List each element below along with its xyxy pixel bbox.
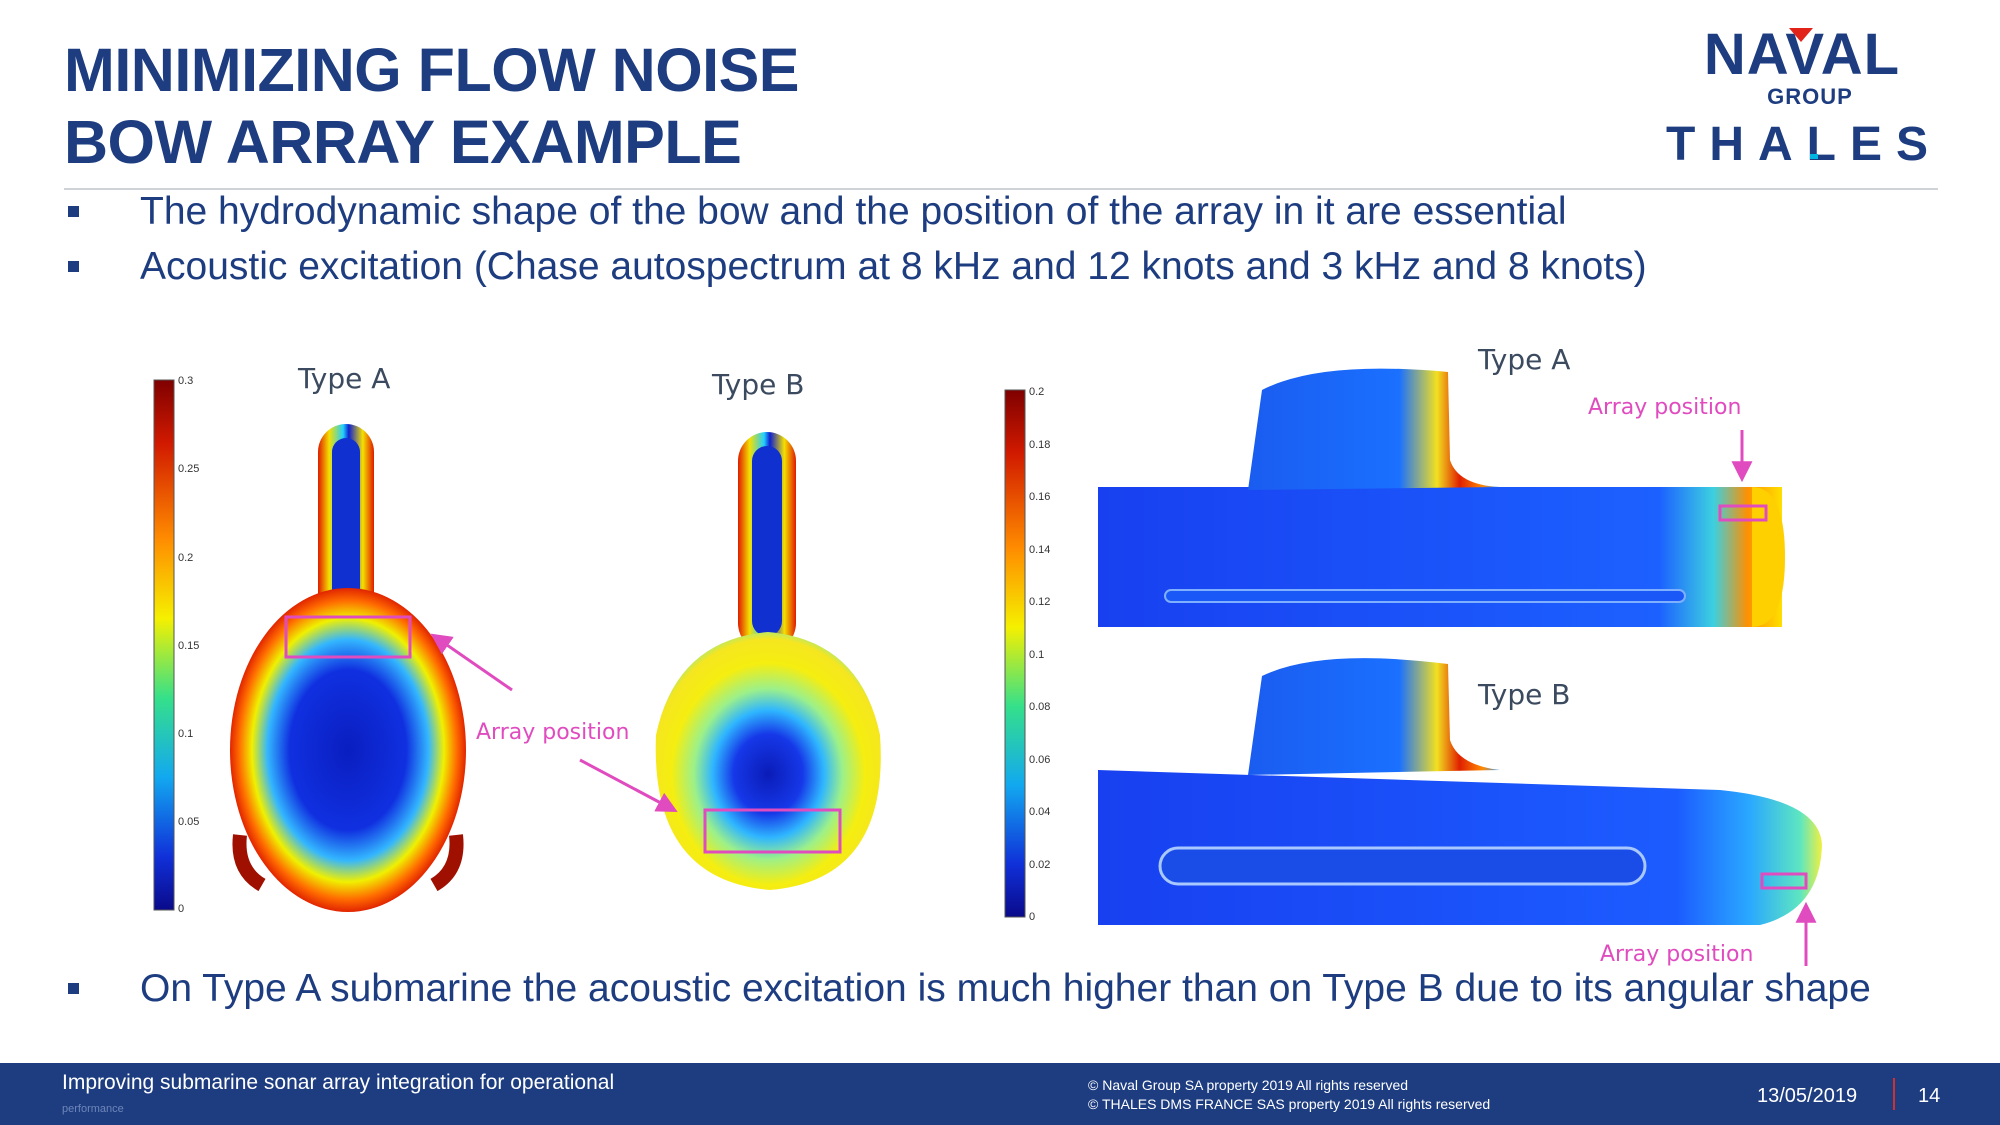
type-a-side-array-box [1718,504,1768,522]
right-colorbar-tick: 0.2 [1029,386,1045,398]
type-b-side-view [1098,658,1822,925]
title-divider [64,188,1938,190]
right-colorbar-tick: 0.16 [1029,491,1051,503]
slide-title-line-2: BOW ARRAY EXAMPLE [64,108,742,176]
right-colorbar-tick: 0.04 [1029,806,1051,818]
right-colorbar-tick: 0 [1029,911,1036,923]
bullet-square-icon [68,206,79,217]
left-colorbar-tick: 0.15 [178,640,200,652]
array-arrow-icon [579,758,678,812]
bullet-square-icon [68,983,79,994]
left-figure-array-label: Array position [476,720,630,745]
right-colorbar-tick: 0.12 [1029,596,1051,608]
type-b-array-box [703,808,842,854]
left-colorbar-tick: 0.2 [178,552,194,564]
type-b-side-array-box [1760,872,1808,890]
left-colorbar-tick: 0.25 [178,463,200,475]
right-figure-array-label-top: Array position [1588,395,1742,420]
array-arrow-icon [430,633,513,692]
footer-copyright-naval: © Naval Group SA property 2019 All right… [1088,1077,1409,1093]
left-colorbar [153,379,175,911]
right-colorbar-tick: 0.18 [1029,439,1051,451]
right-figure-array-label-bottom: Array position [1600,942,1754,967]
right-colorbar-tick: 0.08 [1029,701,1051,713]
left-figure-label-type-a: Type A [298,362,391,395]
slide-footer: Improving submarine sonar array integrat… [0,1063,2000,1125]
type-a-array-box [284,615,412,659]
left-figure-label-type-b: Type B [712,368,805,401]
group-logo-text: GROUP [1767,84,1853,109]
footer-presentation-title: Improving submarine sonar array integrat… [62,1071,615,1094]
type-a-side-view [1098,368,1785,627]
bullet-text: Acoustic excitation (Chase autospectrum … [140,245,1647,288]
bullet-square-icon [68,261,79,272]
slide-title: MINIMIZING FLOW NOISE BOW ARRAY EXAMPLE [64,34,800,178]
thales-logo: THALES [1666,118,1942,166]
bullet-text: The hydrodynamic shape of the bow and th… [140,190,1567,233]
right-colorbar-tick: 0.02 [1029,859,1051,871]
left-colorbar-tick: 0.05 [178,816,200,828]
thales-logo-accent [1810,154,1818,159]
naval-group-logo: NAVAL GROUP [1704,22,1899,109]
left-colorbar-tick: 0 [178,903,185,915]
footer-presentation-title-cont: performance [62,1103,124,1115]
footer-separator [1893,1078,1895,1110]
right-colorbar-tick: 0.06 [1029,754,1051,766]
left-colorbar-tick: 0.1 [178,728,194,740]
naval-logo-red-triangle [1789,28,1813,42]
left-colorbar-tick: 0.3 [178,375,194,387]
page-number: 14 [1918,1085,1941,1107]
footer-copyright-thales: © THALES DMS FRANCE SAS property 2019 Al… [1088,1096,1491,1112]
bullet-text: On Type A submarine the acoustic excitat… [140,967,1871,1010]
right-figure-label-type-a: Type A [1478,343,1571,376]
thales-logo-text: THALES [1666,118,1942,166]
footer-date: 13/05/2019 [1757,1085,1858,1107]
right-colorbar [1004,389,1026,918]
right-colorbar-tick: 0.1 [1029,649,1045,661]
slide-title-line-1: MINIMIZING FLOW NOISE [64,36,800,104]
right-figure-label-type-b: Type B [1478,678,1571,711]
type-b-cross-section [655,432,881,890]
type-a-cross-section [230,424,466,912]
right-colorbar-tick: 0.14 [1029,544,1051,556]
